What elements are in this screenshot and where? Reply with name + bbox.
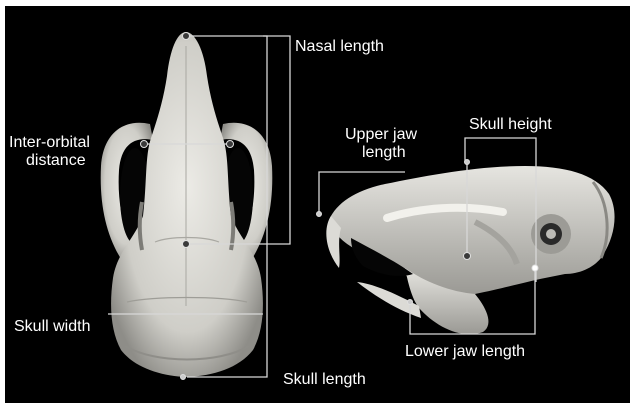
landmark-lower-jaw-front [408,300,413,305]
label-skull-height: Skull height [469,115,552,134]
landmark-upper-jaw [317,212,322,217]
figure-panel: Nasal length Inter-orbital distance Skul… [5,6,630,403]
label-inter-orbital-line2: distance [26,151,86,170]
cranium-side [329,166,615,295]
landmark-skull-height-base [464,253,471,260]
label-inter-orbital-line1: Inter-orbital [9,133,90,152]
label-lower-jaw-length: Lower jaw length [405,342,525,361]
landmark-skull-height-top [465,160,470,165]
skull-diagram [5,6,630,403]
landmark-interorbital-right [227,141,234,148]
landmark-skull-end [181,375,186,380]
landmark-interorbital-left [141,141,148,148]
dorsal-skull [101,32,273,377]
landmark-nasal-tip [183,33,190,40]
landmark-lower-jaw-back [532,265,538,271]
label-upper-jaw-line1: Upper jaw [345,125,417,144]
label-skull-length: Skull length [283,370,366,389]
label-skull-width: Skull width [14,317,90,336]
lateral-skull [326,166,614,334]
label-nasal-length: Nasal length [295,37,384,56]
label-upper-jaw-line2: length [362,143,406,162]
landmark-cranium-center [183,241,190,248]
